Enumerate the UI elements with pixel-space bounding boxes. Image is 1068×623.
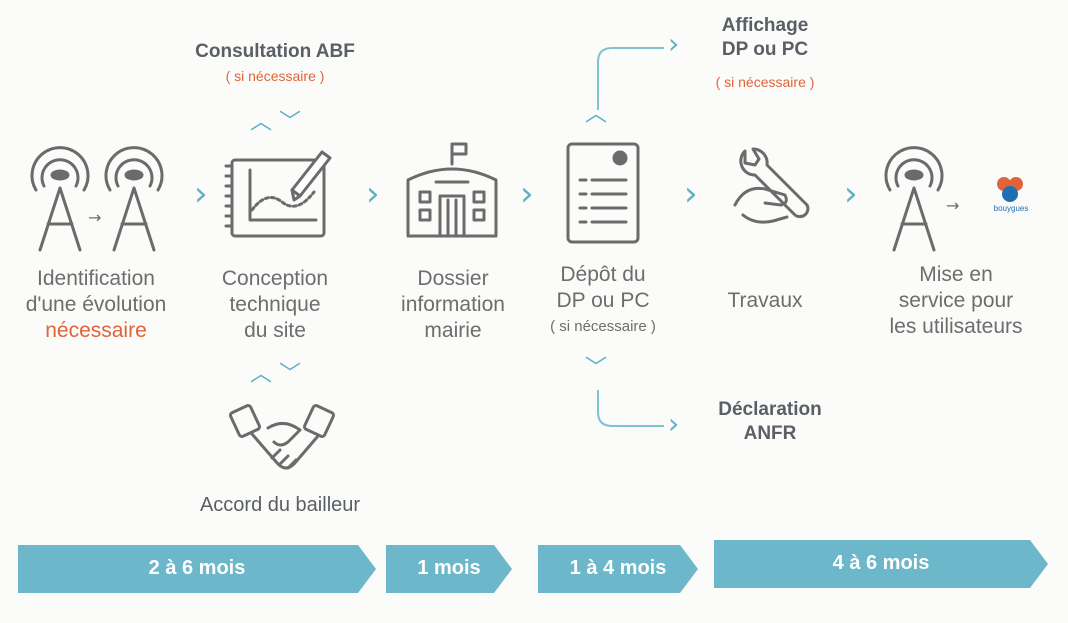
town-hall-icon <box>400 140 505 240</box>
bouygues-logo: bouygues <box>976 170 1046 220</box>
consultation-abf-note: ( si nécessaire ) <box>225 68 325 84</box>
step-travaux: Travaux <box>727 289 803 312</box>
chevron-right-icon: › <box>194 174 208 214</box>
antenna-evolution-icon: → <box>18 146 183 260</box>
declaration-anfr-title: Déclaration ANFR <box>718 399 822 444</box>
affichage-note: ( si nécessaire ) <box>715 74 815 90</box>
chevron-up-down-icon: ︿ ﹀ <box>250 362 301 387</box>
work-tools-icon <box>725 143 815 233</box>
permit-document-icon <box>564 140 644 245</box>
arrow-right-icon: → <box>88 208 102 227</box>
branch-down-connector <box>597 390 664 427</box>
chevron-up-icon: ︿ <box>585 102 608 127</box>
affichage-title: Affichage DP ou PC <box>721 15 809 60</box>
step-conception: Conception technique du site <box>221 267 329 342</box>
step-identification: Identification d'une évolution nécessair… <box>25 267 167 342</box>
chevron-up-down-icon: ︿ ﹀ <box>250 110 301 135</box>
chevron-right-icon: › <box>668 407 680 440</box>
logo-text: bouygues <box>993 204 1029 213</box>
step-mise-en-service: Mise en service pour les utilisateurs <box>889 263 1023 338</box>
duration-bar: 4 à 6 mois <box>714 540 1048 588</box>
step-dossier: Dossier information mairie <box>401 267 505 342</box>
accord-bailleur-title: Accord du bailleur <box>199 494 361 516</box>
chevron-down-icon: ﹀ <box>585 356 608 381</box>
chevron-right-icon: › <box>520 174 534 214</box>
chevron-right-icon: › <box>668 27 680 60</box>
consultation-abf-title: Consultation ABF <box>195 41 355 62</box>
chevron-right-icon: › <box>844 174 858 214</box>
duration-bar: 1 mois <box>386 545 512 593</box>
branch-up-connector <box>597 47 664 110</box>
duration-bar: 2 à 6 mois <box>18 545 376 593</box>
chevron-right-icon: › <box>684 174 698 214</box>
technical-design-icon <box>222 140 337 240</box>
handshake-icon <box>228 398 338 478</box>
chevron-right-icon: › <box>366 174 380 214</box>
arrow-right-icon: → <box>946 196 960 215</box>
step-depot: Dépôt du DP ou PC ( si nécessaire ) <box>550 263 656 335</box>
antenna-service-icon <box>876 146 956 260</box>
duration-bar: 1 à 4 mois <box>538 545 698 593</box>
